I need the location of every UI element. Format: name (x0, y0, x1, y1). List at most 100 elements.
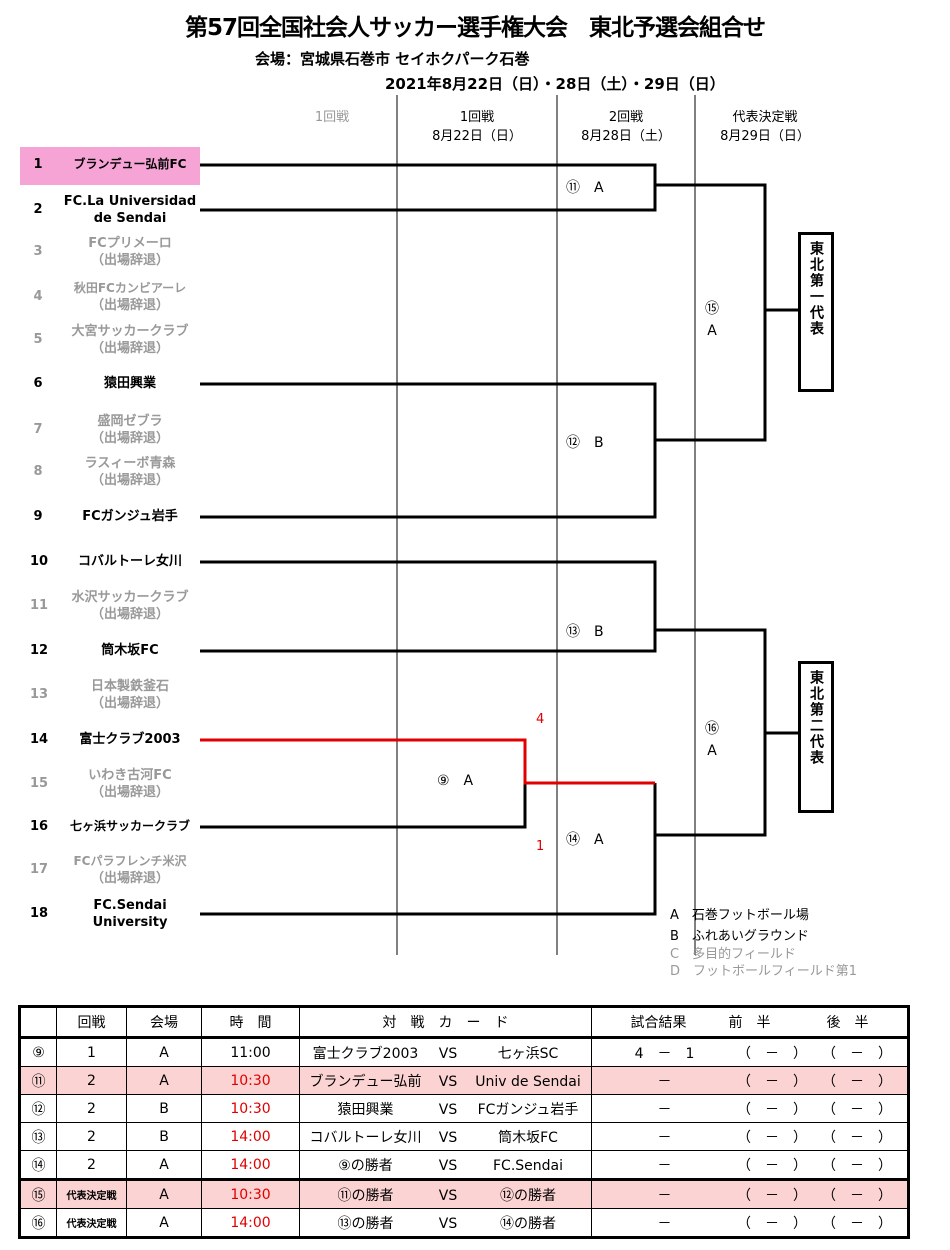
final-score: － (657, 1101, 672, 1118)
result: －（ － ）（ － ） (591, 1208, 909, 1238)
team-name: 水沢サッカークラブ (71, 590, 189, 605)
venue: B (126, 1094, 202, 1123)
first-half: （ － ） (737, 1215, 807, 1232)
home-team: ⑬の勝者 (337, 1215, 394, 1232)
legend-d: D フットボールフィールド第1 (670, 964, 858, 979)
second-half: （ － ） (822, 1073, 892, 1090)
first-half: （ － ） (737, 1157, 807, 1174)
final-score: － (657, 1215, 672, 1232)
result: －（ － ）（ － ） (591, 1094, 909, 1123)
schedule-table: 回戦 会場 時 間 対 戦 カ ー ド 試合結果 前 半 後 半 ⑨ 1 A 1… (18, 1005, 910, 1239)
result: －（ － ）（ － ） (591, 1150, 909, 1180)
first-half: （ － ） (737, 1129, 807, 1146)
final-score: － (657, 1157, 672, 1174)
vs: VS (438, 1157, 458, 1174)
time: 10:30 (201, 1066, 300, 1095)
final-score: 4 － 1 (634, 1045, 695, 1062)
match-12-label: ⑫ B (566, 435, 604, 451)
first-half: （ － ） (737, 1101, 807, 1118)
final-score: － (657, 1129, 672, 1146)
legend-a: A 石巻フットボール場 (670, 908, 809, 923)
team-name-sub: （出場辞退） (90, 696, 169, 711)
team-number: 16 (30, 819, 49, 834)
team-name-sub: （出場辞退） (90, 431, 169, 446)
venue: B (126, 1122, 202, 1151)
venue: A (126, 1037, 202, 1067)
header-card: 対 戦 カ ー ド (299, 1006, 592, 1039)
second-half: （ － ） (822, 1187, 892, 1204)
header-venue: 会場 (126, 1006, 202, 1039)
match-no: ⑮ (19, 1179, 57, 1209)
match-11-label: ⑪ A (566, 180, 604, 196)
second-half: （ － ） (822, 1129, 892, 1146)
away-team: FC.Sendai (492, 1157, 563, 1174)
vs: VS (438, 1101, 458, 1118)
away-team: ⑭の勝者 (500, 1215, 556, 1232)
team-name-sub: （出場辞退） (90, 785, 169, 800)
team-name-sub: （出場辞退） (90, 871, 169, 886)
vs: VS (438, 1045, 458, 1062)
match-no: ⑫ (19, 1094, 57, 1123)
match-no: ⑪ (19, 1066, 57, 1095)
score-bottom: 1 (536, 839, 545, 854)
time: 14:00 (201, 1208, 300, 1238)
team-name: いわき古河FC (88, 768, 172, 783)
header-result: 試合結果 前 半 後 半 (591, 1006, 909, 1039)
team-number: 11 (30, 598, 49, 613)
round: 代表決定戦 (56, 1208, 127, 1238)
venue: A (126, 1150, 202, 1180)
team-name-sub: （出場辞退） (90, 473, 169, 488)
match-14-label: ⑭ A (566, 832, 604, 848)
team-name: 七ヶ浜サッカークラブ (69, 819, 190, 833)
final-score: － (657, 1073, 672, 1090)
away-team: 七ヶ浜SC (497, 1045, 559, 1062)
team-number: 8 (33, 464, 43, 479)
team-highlight (20, 147, 200, 185)
team-name: FCガンジュ岩手 (82, 509, 178, 524)
legend-c: C 多目的フィールド (670, 947, 796, 962)
team-name: 富士クラブ2003 (79, 732, 181, 747)
column-header-round1-label: 1回戦 (314, 110, 350, 125)
match-9-label: ⑨ A (437, 773, 474, 789)
vs: VS (438, 1215, 458, 1232)
header-no (19, 1006, 57, 1039)
table-header: 回戦 会場 時 間 対 戦 カ ー ド 試合結果 前 半 後 半 (19, 1006, 909, 1039)
round: 2 (56, 1066, 127, 1095)
time: 11:00 (201, 1037, 300, 1067)
team-name: ブランデュー弘前FC (73, 157, 187, 171)
team-number: 2 (33, 202, 43, 217)
team-name: FC.La Universidad (63, 194, 197, 209)
home-team: コバルトーレ女川 (309, 1129, 422, 1146)
team-name: 猿田興業 (103, 376, 156, 391)
result: －（ － ）（ － ） (591, 1066, 909, 1095)
round: 2 (56, 1150, 127, 1180)
team-name: 大宮サッカークラブ (71, 324, 189, 339)
away-team: Univ de Sendai (475, 1073, 581, 1090)
away-team: 筒木坂FC (498, 1129, 558, 1146)
venue: 会場：宮城県石巻市 セイホクパーク石巻 (255, 50, 530, 68)
first-half: （ － ） (737, 1045, 807, 1062)
match-no: ⑬ (19, 1122, 57, 1151)
time: 10:30 (201, 1179, 300, 1209)
team-number: 10 (30, 554, 49, 569)
